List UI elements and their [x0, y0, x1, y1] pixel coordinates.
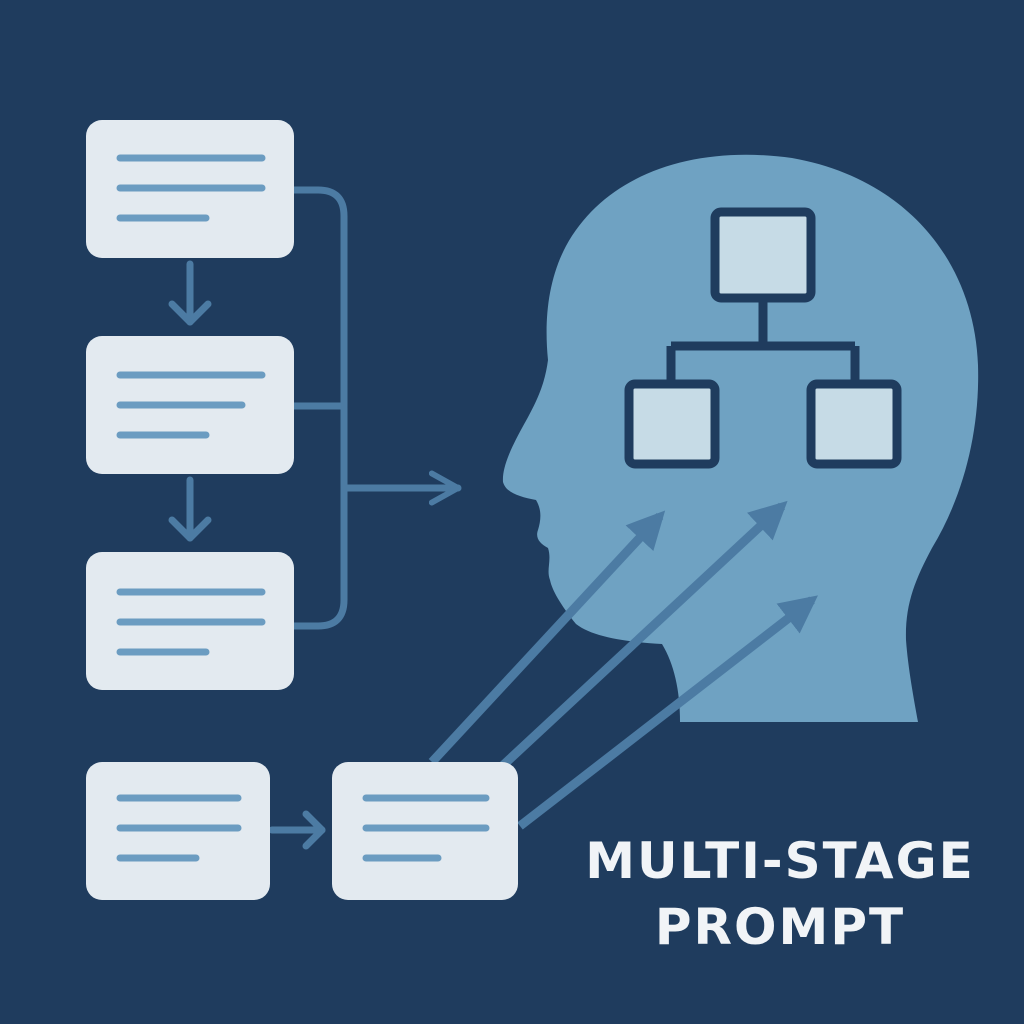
tree-node-root — [710, 207, 816, 303]
text-card-icon — [86, 120, 294, 258]
hierarchy-tree-icon — [624, 207, 902, 469]
diagonal-arrows — [428, 500, 818, 830]
text-card-icon — [86, 336, 294, 474]
tree-node-left — [624, 379, 720, 469]
bracket-connector — [290, 186, 462, 630]
text-card-icon — [86, 552, 294, 690]
diagonal-arrow — [428, 510, 666, 766]
title-line-1: MULTI-STAGE — [585, 832, 975, 890]
tree-node-right — [806, 379, 902, 469]
down-arrow — [168, 476, 212, 542]
title-line-2: PROMPT — [654, 898, 906, 956]
diagonal-arrow — [494, 500, 788, 774]
head-silhouette-icon — [502, 154, 979, 723]
diagonal-arrow — [517, 595, 818, 830]
text-card-icon — [86, 762, 270, 900]
right-arrow — [268, 810, 326, 850]
diagram-title: MULTI-STAGE PROMPT — [560, 828, 1000, 960]
down-arrow — [168, 260, 212, 326]
text-card-icon — [332, 762, 518, 900]
